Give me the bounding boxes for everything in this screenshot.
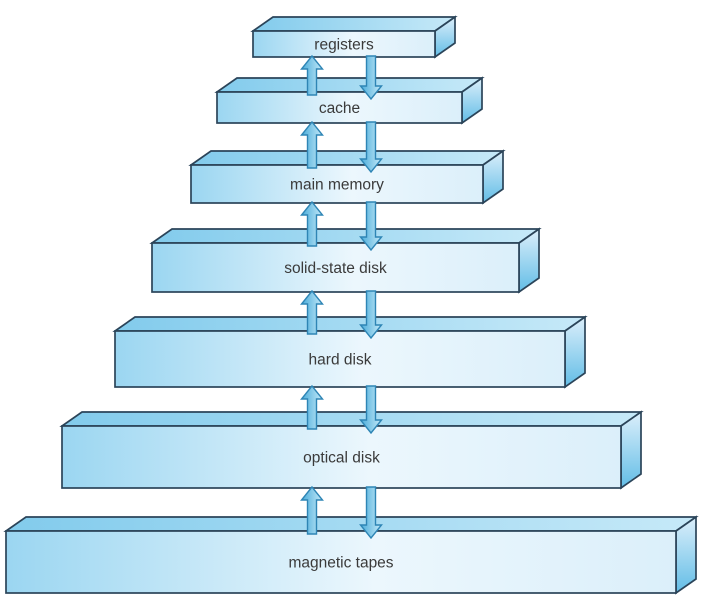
down-arrow-0 — [359, 55, 383, 101]
box-front-face — [190, 164, 484, 204]
box-top-face — [112, 316, 588, 332]
down-arrow-5 — [359, 486, 383, 540]
level-box-hard-disk: hard disk — [112, 315, 588, 389]
level-label-optical-disk: optical disk — [303, 450, 380, 467]
box-front-face — [151, 242, 520, 293]
box-front-face — [61, 425, 622, 489]
box-front-face — [216, 91, 463, 124]
level-label-main-memory: main memory — [290, 177, 384, 194]
level-box-cache: cache — [214, 76, 485, 125]
down-arrow-1 — [359, 121, 383, 174]
level-box-magnetic-tapes: magnetic tapes — [3, 515, 699, 595]
up-arrow-5 — [300, 485, 324, 535]
level-label-hard-disk: hard disk — [309, 352, 372, 369]
level-label-cache: cache — [319, 100, 360, 117]
box-front-face — [5, 530, 677, 594]
box-front-face — [252, 30, 436, 58]
down-arrow-2 — [359, 201, 383, 252]
box-top-face — [188, 150, 506, 166]
box-top-face — [59, 411, 644, 427]
box-top-face — [149, 228, 542, 244]
box-side-face — [620, 410, 642, 490]
box-top-face — [214, 77, 485, 93]
down-arrow-4 — [359, 385, 383, 435]
box-front-face — [114, 330, 566, 388]
level-box-solid-state-disk: solid-state disk — [149, 227, 542, 294]
down-arrow-3 — [359, 290, 383, 340]
level-label-solid-state-disk: solid-state disk — [284, 260, 387, 277]
up-arrow-2 — [300, 200, 324, 247]
level-box-optical-disk: optical disk — [59, 410, 644, 490]
up-arrow-3 — [300, 289, 324, 335]
level-label-registers: registers — [314, 37, 374, 54]
box-side-face — [675, 515, 697, 595]
up-arrow-1 — [300, 120, 324, 169]
box-top-face — [3, 516, 699, 532]
box-top-face — [250, 16, 458, 32]
level-box-main-memory: main memory — [188, 149, 506, 205]
level-label-magnetic-tapes: magnetic tapes — [288, 555, 393, 572]
up-arrow-0 — [300, 54, 324, 96]
up-arrow-4 — [300, 384, 324, 430]
level-box-registers: registers — [250, 15, 458, 59]
